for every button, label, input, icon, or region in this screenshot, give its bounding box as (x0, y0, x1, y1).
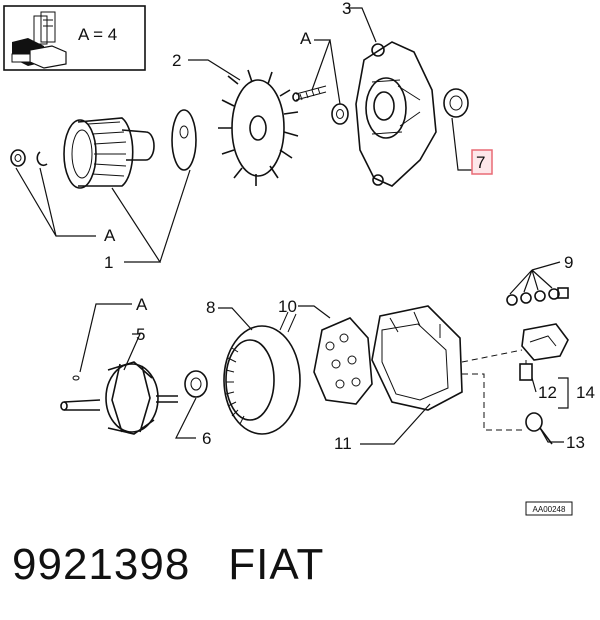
front-housing (355, 41, 437, 187)
rear-bearing (184, 370, 208, 398)
drawing-code: AA00248 (533, 505, 566, 514)
highlight-box (471, 149, 493, 175)
kit-icon (11, 11, 67, 69)
callout-11: 11 (334, 434, 352, 453)
callout-13: 13 (566, 433, 585, 452)
callout-a-rotor: A (136, 295, 148, 314)
brand-name: FIAT (228, 540, 325, 589)
callout-10: 10 (278, 297, 297, 316)
drawing-code-box: AA00248 (525, 501, 573, 516)
callout-9: 9 (564, 253, 573, 272)
callout-14: 14 (576, 383, 595, 402)
callout-3: 3 (342, 0, 351, 18)
callout-2: 2 (172, 51, 181, 70)
callout-7: 7 (476, 153, 485, 172)
assembly-lines (461, 349, 524, 431)
front-bearing (443, 88, 469, 118)
condenser (525, 412, 553, 445)
callout-8: 8 (206, 298, 215, 317)
rectifier-bridge (313, 317, 373, 405)
nuts-washers (506, 287, 569, 306)
callout-12: 12 (538, 383, 557, 402)
callout-a-top: A (300, 29, 312, 48)
legend-text: A = 4 (78, 25, 117, 44)
rotor (60, 361, 178, 435)
part-number: 9921398 (12, 540, 191, 589)
screw-washer (292, 85, 349, 125)
legend-box: A = 4 (3, 5, 146, 71)
regulator (519, 323, 569, 381)
callout-1: 1 (104, 253, 113, 272)
callout-6: 6 (202, 429, 211, 448)
callout-5: 5 (136, 325, 145, 344)
pulley-assembly (10, 109, 197, 189)
leader-lines (15, 7, 569, 445)
stator (223, 311, 301, 435)
callout-a-left: A (104, 226, 116, 245)
footer-caption: 9921398 FIAT (12, 540, 324, 590)
rear-housing (371, 305, 463, 411)
cooling-fan (218, 69, 299, 186)
